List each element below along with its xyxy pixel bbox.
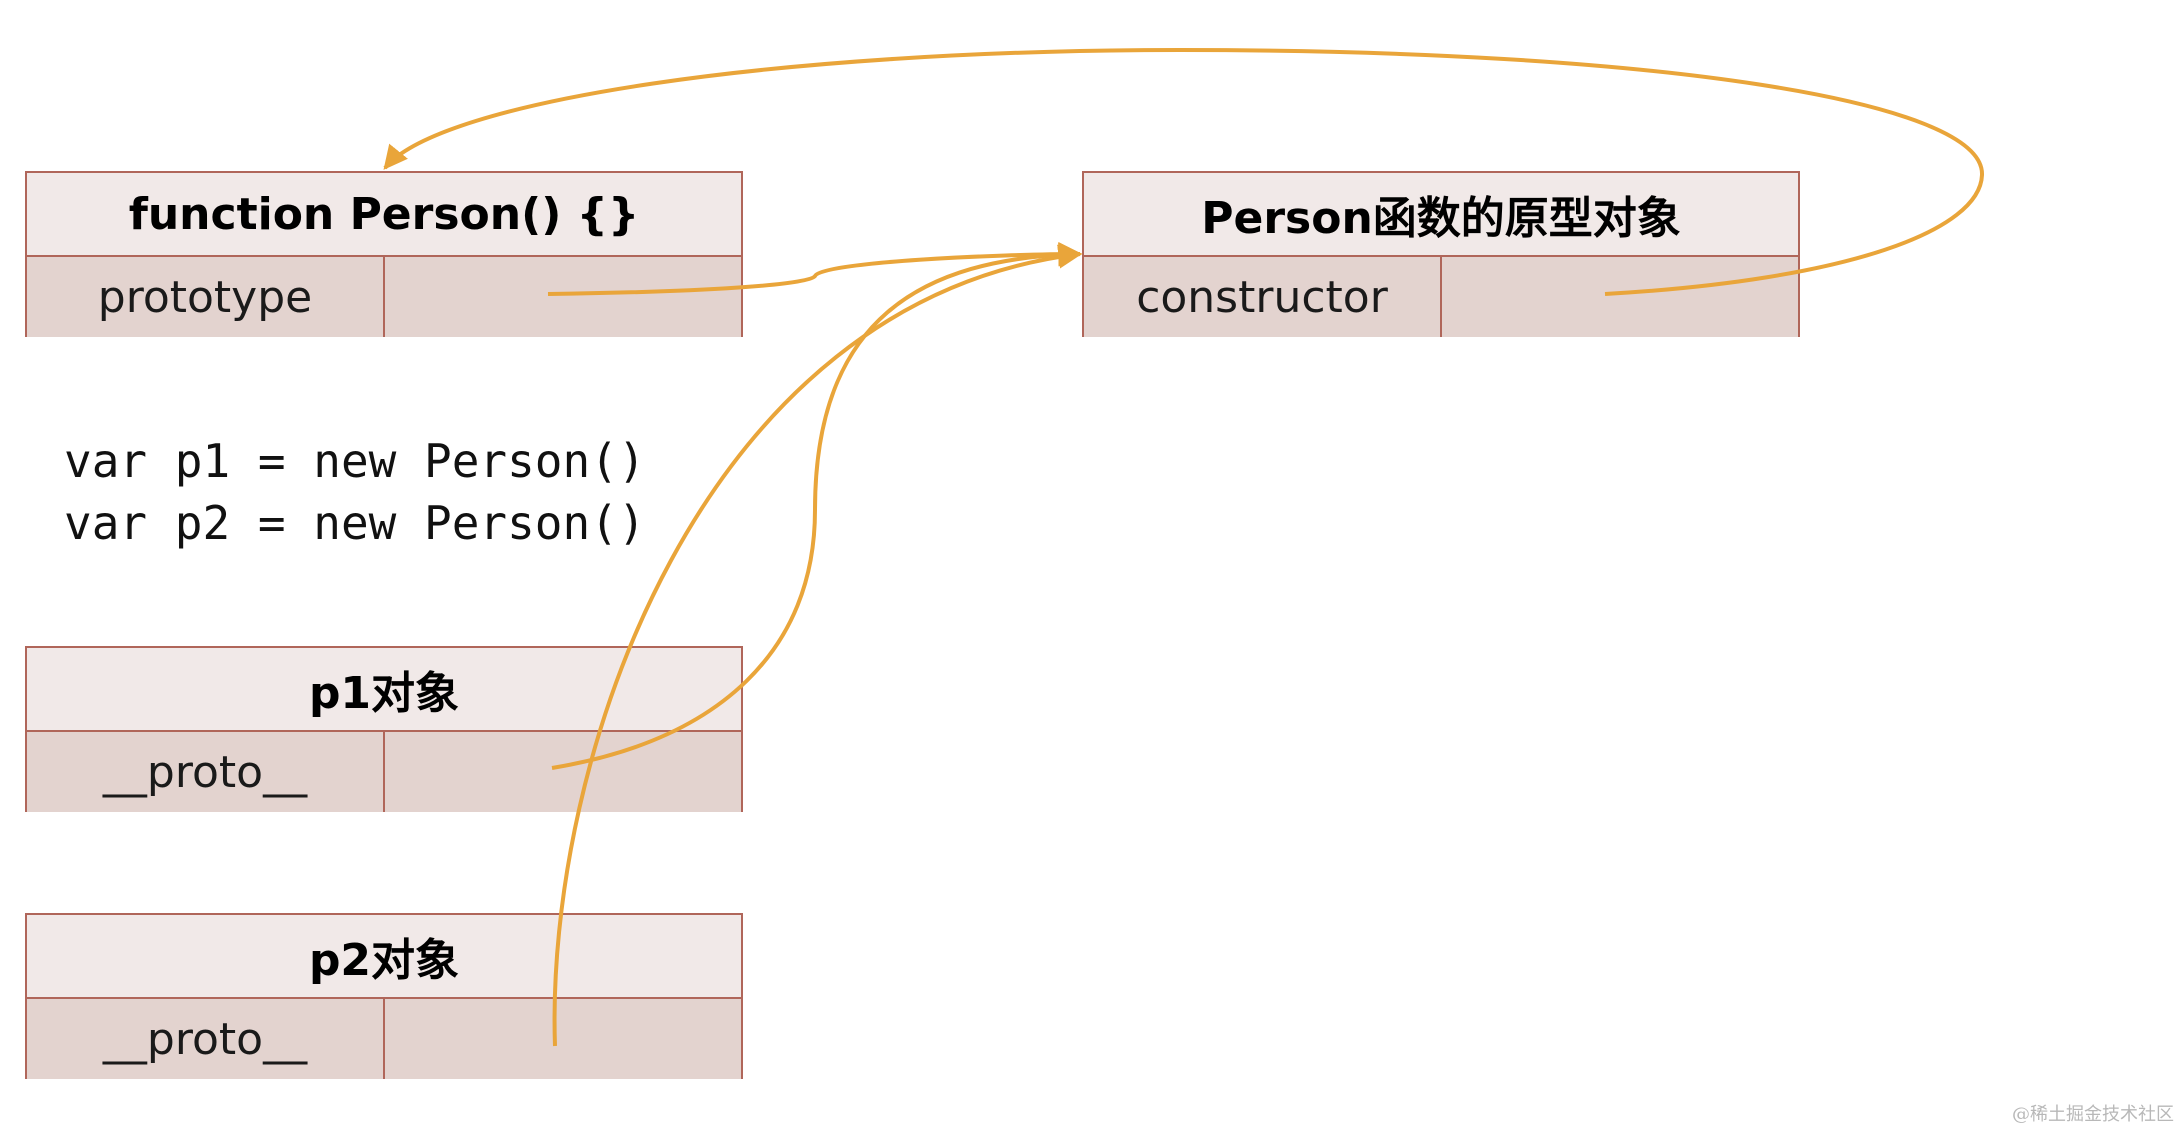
code-line-2: var p2 = new Person() bbox=[64, 496, 646, 550]
p1-proto-arrow bbox=[551, 242, 1083, 770]
p2-proto-key: __proto__ bbox=[27, 999, 385, 1079]
prototype-object-box: Person函数的原型对象 constructor bbox=[1082, 171, 1800, 337]
person-function-box: function Person() {} prototype bbox=[25, 171, 743, 337]
prototype-key: prototype bbox=[27, 257, 385, 337]
person-function-title: function Person() {} bbox=[27, 173, 741, 257]
prototype-object-row: constructor bbox=[1084, 257, 1798, 337]
p2-object-row: __proto__ bbox=[27, 999, 741, 1079]
p2-proto-arrow bbox=[552, 244, 1083, 1047]
constructor-arrow bbox=[383, 47, 1985, 296]
p1-object-row: __proto__ bbox=[27, 732, 741, 812]
person-function-row: prototype bbox=[27, 257, 741, 337]
p2-object-title: p2对象 bbox=[27, 915, 741, 999]
p1-object-title: p1对象 bbox=[27, 648, 741, 732]
code-snippet: var p1 = new Person() var p2 = new Person… bbox=[64, 430, 646, 554]
watermark: @稀土掘金技术社区 bbox=[2012, 1104, 2174, 1125]
p2-object-box: p2对象 __proto__ bbox=[25, 913, 743, 1079]
constructor-key: constructor bbox=[1084, 257, 1442, 337]
p1-proto-key: __proto__ bbox=[27, 732, 385, 812]
p1-object-box: p1对象 __proto__ bbox=[25, 646, 743, 812]
prototype-arrow bbox=[547, 242, 1083, 296]
prototype-object-title: Person函数的原型对象 bbox=[1084, 173, 1798, 257]
code-line-1: var p1 = new Person() bbox=[64, 434, 646, 488]
